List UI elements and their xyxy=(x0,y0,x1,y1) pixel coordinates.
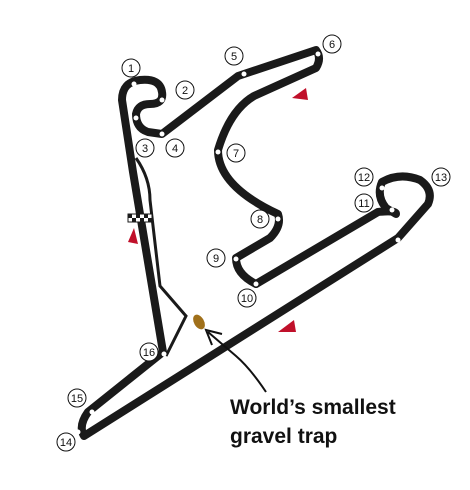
svg-text:3: 3 xyxy=(142,143,148,155)
svg-text:6: 6 xyxy=(329,39,335,51)
svg-text:15: 15 xyxy=(71,393,83,405)
turn-1: 1 xyxy=(121,58,141,78)
annotation-line-1: World’s smallest xyxy=(230,396,396,419)
pit-lane xyxy=(134,157,188,357)
turn-5: 5 xyxy=(224,46,244,66)
turn-3: 3 xyxy=(135,138,155,158)
turn-dots xyxy=(75,51,401,435)
direction-arrow-icon xyxy=(128,228,138,244)
gravel-trap-icon xyxy=(193,314,205,330)
svg-text:7: 7 xyxy=(233,148,239,160)
direction-arrow-icon xyxy=(278,320,296,332)
svg-text:8: 8 xyxy=(257,214,263,226)
svg-text:12: 12 xyxy=(358,172,370,184)
turn-7: 7 xyxy=(226,143,246,163)
svg-text:11: 11 xyxy=(358,198,369,210)
annotation-line-2: gravel trap xyxy=(230,425,338,448)
svg-text:4: 4 xyxy=(172,143,178,155)
annotation-arrowhead xyxy=(204,328,223,346)
turn-8: 8 xyxy=(250,209,270,229)
direction-arrow-icon xyxy=(292,88,308,100)
turn-12: 12 xyxy=(354,167,374,187)
track-outline xyxy=(77,46,434,440)
turn-16: 16 xyxy=(139,342,159,362)
svg-text:2: 2 xyxy=(182,85,188,97)
svg-text:10: 10 xyxy=(241,293,253,305)
svg-text:1: 1 xyxy=(128,63,134,75)
annotation-arrow xyxy=(207,331,267,393)
turn-11: 11 xyxy=(354,193,374,213)
turn-4: 4 xyxy=(165,138,185,158)
svg-text:16: 16 xyxy=(143,347,155,359)
turn-6: 6 xyxy=(322,34,342,54)
turn-13: 13 xyxy=(431,167,451,187)
svg-text:14: 14 xyxy=(60,437,72,449)
turn-14: 14 xyxy=(56,432,76,452)
svg-text:5: 5 xyxy=(231,51,237,63)
turn-2: 2 xyxy=(175,80,195,100)
turn-9: 9 xyxy=(206,248,226,268)
svg-text:9: 9 xyxy=(213,253,219,265)
start-finish-checkered-icon xyxy=(127,213,153,223)
gravel-trap-annotation: World’s smallest gravel trap xyxy=(230,393,396,451)
svg-text:13: 13 xyxy=(435,172,447,184)
turn-15: 15 xyxy=(67,388,87,408)
turn-10: 10 xyxy=(237,288,257,308)
